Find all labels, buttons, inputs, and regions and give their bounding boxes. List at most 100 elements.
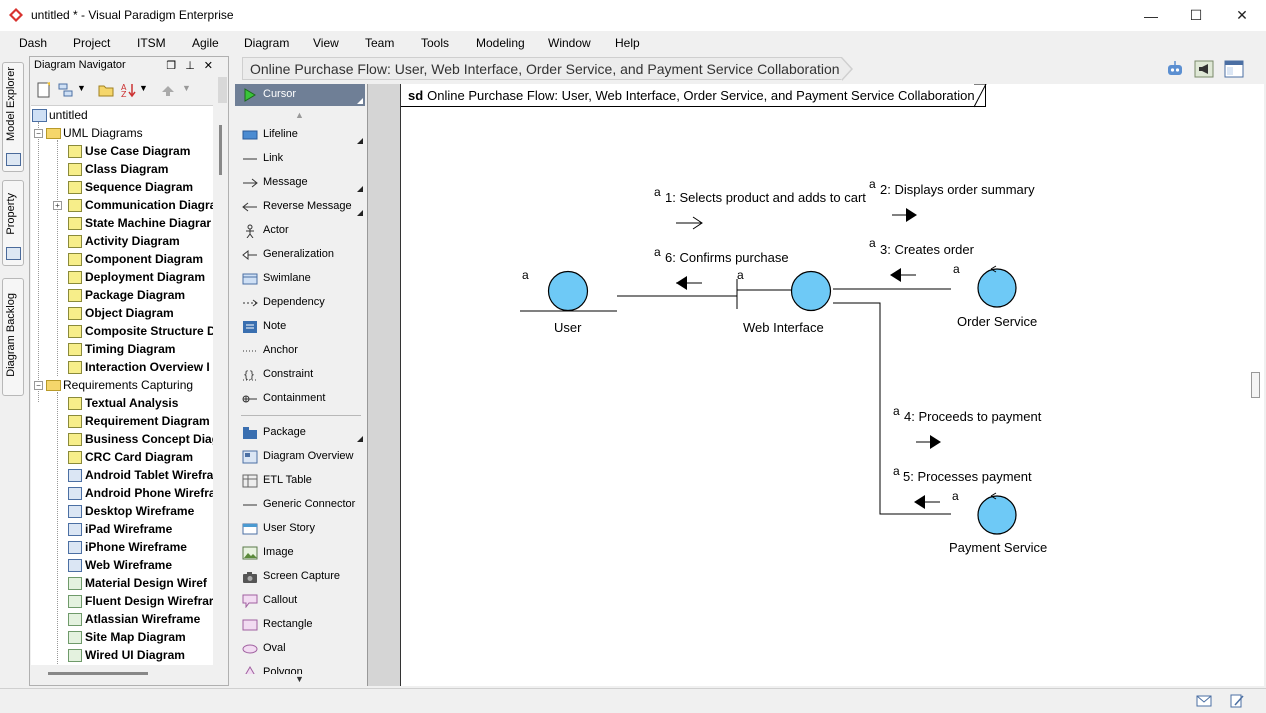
tree-item-android-tablet-wireframe[interactable]: Android Tablet Wirefra — [68, 466, 213, 484]
announcement-icon[interactable] — [1194, 60, 1214, 78]
palette-reverse-message[interactable]: Reverse Message — [235, 196, 365, 218]
navigate-dropdown-icon[interactable]: ▼ — [182, 83, 191, 93]
menu-itsm[interactable]: ITSM — [137, 36, 166, 50]
tab-property[interactable]: Property — [2, 180, 24, 266]
mail-icon[interactable] — [1196, 694, 1212, 708]
tree-group-uml-diagrams[interactable]: −UML Diagrams — [34, 124, 143, 142]
tree-item-sequence-diagram[interactable]: Sequence Diagram — [68, 178, 193, 196]
collapse-icon[interactable]: − — [34, 380, 43, 390]
new-diagram-icon[interactable] — [36, 82, 52, 98]
menu-project[interactable]: Project — [73, 36, 111, 50]
palette-rectangle[interactable]: Rectangle — [235, 614, 365, 636]
maximize-button[interactable]: ☐ — [1189, 7, 1203, 23]
edit-notes-icon[interactable] — [1229, 694, 1245, 708]
menu-modeling[interactable]: Modeling — [476, 36, 525, 50]
palette-callout[interactable]: Callout — [235, 590, 365, 612]
message-4-label[interactable]: 4: Proceeds to payment — [904, 409, 1042, 424]
tree-item-material-design-wireframe[interactable]: Material Design Wiref — [68, 574, 207, 592]
tree-item-desktop-wireframe[interactable]: Desktop Wireframe — [68, 502, 194, 520]
palette-note[interactable]: Note — [235, 316, 365, 338]
palette-cursor[interactable]: Cursor — [235, 84, 365, 106]
canvas-resize-handle[interactable] — [1251, 372, 1260, 398]
tree-item-communication-diagram[interactable]: +Communication Diagra — [53, 196, 213, 214]
lifeline-web-interface-label[interactable]: Web Interface — [743, 320, 824, 335]
palette-screen-capture[interactable]: Screen Capture — [235, 566, 365, 588]
diagram-breadcrumb[interactable]: Online Purchase Flow: User, Web Interfac… — [242, 57, 842, 80]
palette-scroll-down-icon[interactable]: ▼ — [295, 674, 304, 684]
tree-item-use-case-diagram[interactable]: Use Case Diagram — [68, 142, 190, 160]
message-5-label[interactable]: 5: Processes payment — [903, 469, 1032, 484]
palette-constraint[interactable]: {}Constraint — [243, 368, 314, 381]
tree-item-composite-structure-diagram[interactable]: Composite Structure D — [68, 322, 213, 340]
message-3-label[interactable]: 3: Creates order — [880, 242, 974, 257]
palette-etl-table[interactable]: ETL Table — [235, 470, 365, 492]
tab-model-explorer[interactable]: Model Explorer — [2, 62, 24, 172]
tree-item-crc-card-diagram[interactable]: CRC Card Diagram — [68, 448, 193, 466]
palette-dependency[interactable]: Dependency — [235, 292, 365, 314]
tree-item-requirement-diagram[interactable]: Requirement Diagram — [68, 412, 210, 430]
toolbar-overflow[interactable] — [218, 77, 227, 103]
expand-icon[interactable]: + — [53, 200, 62, 210]
tree-item-package-diagram[interactable]: Package Diagram — [68, 286, 185, 304]
panel-window-controls[interactable]: ❐⊥✕ — [166, 60, 222, 72]
palette-anchor[interactable]: Anchor — [235, 340, 365, 362]
palette-oval[interactable]: Oval — [235, 638, 365, 660]
message-6-label[interactable]: 6: Confirms purchase — [665, 250, 789, 265]
palette-generic-connector[interactable]: Generic Connector — [235, 494, 365, 516]
sort-dropdown-icon[interactable]: ▼ — [139, 83, 148, 93]
layout-settings-icon[interactable] — [1224, 60, 1244, 78]
palette-polygon[interactable]: Polygon — [235, 662, 365, 674]
tree-item-iphone-wireframe[interactable]: iPhone Wireframe — [68, 538, 187, 556]
palette-swimlane[interactable]: Swimlane — [235, 268, 365, 290]
collapse-icon[interactable]: − — [34, 128, 43, 138]
palette-link[interactable]: Link — [235, 148, 365, 170]
palette-lifeline[interactable]: Lifeline — [235, 124, 365, 146]
tree-horizontal-scroll-thumb[interactable] — [48, 672, 148, 675]
message-2-label[interactable]: 2: Displays order summary — [880, 182, 1035, 197]
menu-window[interactable]: Window — [548, 36, 591, 50]
tree-item-activity-diagram[interactable]: Activity Diagram — [68, 232, 180, 250]
navigate-up-icon[interactable] — [160, 82, 176, 98]
tree-item-object-diagram[interactable]: Object Diagram — [68, 304, 174, 322]
tree-group-requirements-capturing[interactable]: −Requirements Capturing — [34, 376, 193, 394]
menu-view[interactable]: View — [313, 36, 339, 50]
palette-diagram-overview[interactable]: Diagram Overview — [235, 446, 365, 468]
tab-diagram-backlog[interactable]: Diagram Backlog — [2, 278, 24, 396]
palette-actor[interactable]: Actor — [235, 220, 365, 242]
tree-item-class-diagram[interactable]: Class Diagram — [68, 160, 168, 178]
tree-item-site-map-diagram[interactable]: Site Map Diagram — [68, 628, 186, 646]
tree-item-wired-ui-diagram[interactable]: Wired UI Diagram — [68, 646, 185, 664]
tree-item-ipad-wireframe[interactable]: iPad Wireframe — [68, 520, 172, 538]
tree-item-deployment-diagram[interactable]: Deployment Diagram — [68, 268, 205, 286]
menu-team[interactable]: Team — [365, 36, 395, 50]
view-options-dropdown-icon[interactable]: ▼ — [77, 83, 86, 93]
tree-item-atlassian-wireframe[interactable]: Atlassian Wireframe — [68, 610, 200, 628]
tree-item-interaction-overview-diagram[interactable]: Interaction Overview I — [68, 358, 210, 376]
palette-user-story[interactable]: User Story — [235, 518, 365, 540]
tree-item-fluent-design-wireframe[interactable]: Fluent Design Wirefrar — [68, 592, 213, 610]
lifeline-order-service-label[interactable]: Order Service — [957, 314, 1038, 329]
tree-item-timing-diagram[interactable]: Timing Diagram — [68, 340, 175, 358]
ai-assistant-icon[interactable] — [1165, 60, 1185, 78]
tree-item-web-wireframe[interactable]: Web Wireframe — [68, 556, 172, 574]
lifeline-payment-service-label[interactable]: Payment Service — [949, 540, 1048, 555]
palette-message[interactable]: Message — [235, 172, 365, 194]
palette-package[interactable]: Package — [235, 422, 365, 444]
menu-dash[interactable]: Dash — [19, 36, 48, 50]
palette-scroll-up-icon[interactable]: ▲ — [295, 110, 304, 120]
tree-item-state-machine-diagram[interactable]: State Machine Diagrar — [68, 214, 211, 232]
tree-item-android-phone-wireframe[interactable]: Android Phone Wirefra — [68, 484, 213, 502]
menu-diagram[interactable]: Diagram — [244, 36, 290, 50]
close-button[interactable]: ✕ — [1236, 7, 1248, 23]
menu-help[interactable]: Help — [615, 36, 640, 50]
palette-image[interactable]: Image — [235, 542, 365, 564]
menu-agile[interactable]: Agile — [192, 36, 219, 50]
tree-root-untitled[interactable]: untitled — [32, 106, 88, 124]
tree-item-textual-analysis[interactable]: Textual Analysis — [68, 394, 178, 412]
lifeline-user-label[interactable]: User — [554, 320, 582, 335]
tree-item-component-diagram[interactable]: Component Diagram — [68, 250, 203, 268]
palette-containment[interactable]: Containment — [235, 388, 365, 410]
tree-vertical-scrollbar[interactable] — [215, 105, 226, 665]
